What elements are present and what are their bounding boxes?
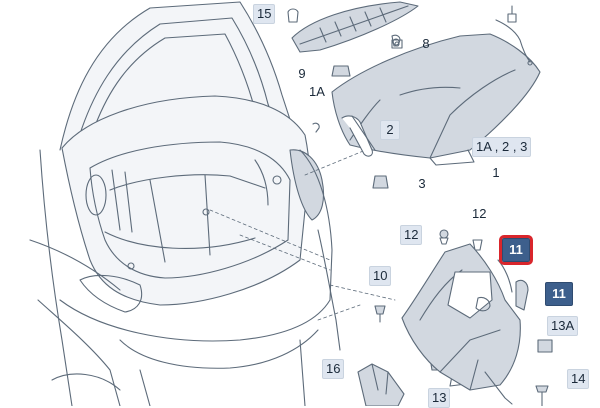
callout-1a-2-3[interactable]: 1A , 2 , 3: [472, 137, 532, 157]
callout-14[interactable]: 14: [567, 369, 590, 389]
callout-13[interactable]: 13: [428, 388, 451, 408]
callout-9[interactable]: 9: [298, 66, 306, 81]
part-rear-trim-strip: [287, 1, 419, 53]
callout-11[interactable]: 11: [545, 282, 573, 306]
callout-1[interactable]: 1: [492, 165, 500, 180]
callout-12-top[interactable]: 12: [472, 206, 487, 221]
callout-3[interactable]: 3: [418, 176, 426, 191]
callout-12-left[interactable]: 12: [400, 225, 423, 245]
callout-13a[interactable]: 13A: [547, 316, 579, 336]
part-small-clips: [312, 5, 517, 133]
callout-15[interactable]: 15: [253, 4, 276, 24]
part-bracket: [357, 363, 405, 406]
leader-lines: [209, 139, 396, 321]
callout-10[interactable]: 10: [369, 266, 392, 286]
callout-11-selected[interactable]: 11: [499, 235, 533, 265]
callout-8[interactable]: 8: [422, 36, 430, 51]
vehicle-rear-outline: [29, 1, 341, 406]
callout-16[interactable]: 16: [322, 359, 345, 379]
part-side-trim-panel: [401, 243, 529, 405]
callout-2[interactable]: 2: [380, 120, 400, 140]
callout-1a[interactable]: 1A: [309, 84, 325, 99]
